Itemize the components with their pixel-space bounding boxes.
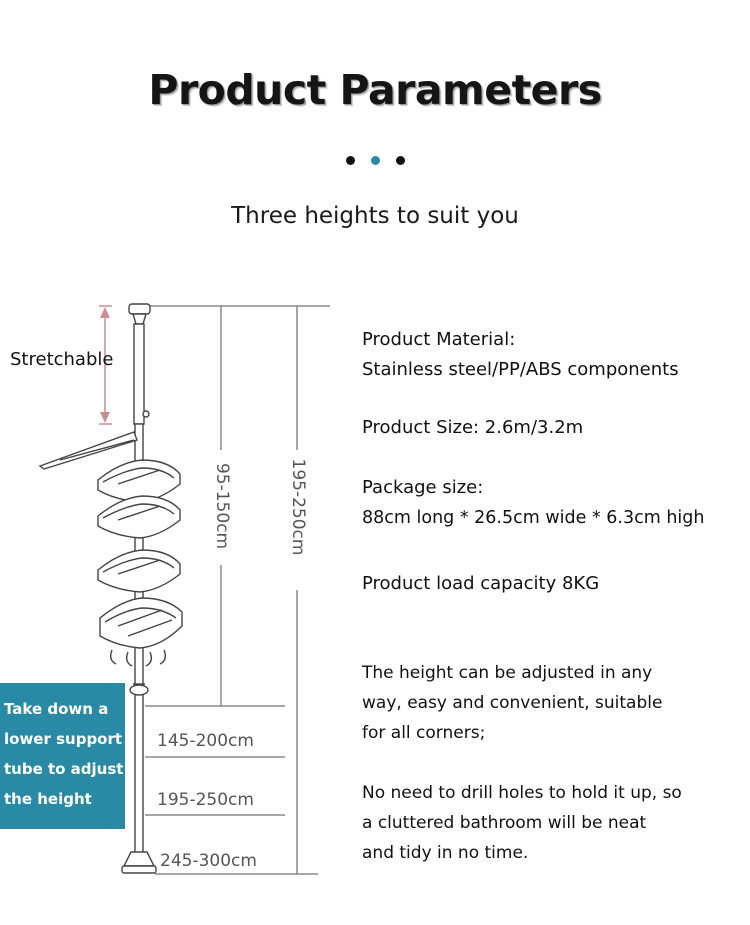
tip-line-3: tube to adjust	[4, 760, 124, 778]
shelves	[97, 459, 183, 667]
shelf-3	[97, 549, 181, 593]
package-value: 88cm long * 26.5cm wide * 6.3cm high	[362, 508, 705, 528]
stretchable-label: Stretchable	[10, 349, 114, 370]
tip-line-1: Take down a	[4, 700, 109, 718]
stretch-arrow	[99, 305, 112, 425]
dot-1	[345, 156, 355, 165]
adjust-text-line-3: for all corners;	[362, 723, 486, 743]
tip-line-2: lower support	[4, 730, 123, 748]
drill-text-line-1: No need to drill holes to hold it up, so	[362, 783, 682, 803]
adjust-tip-box: Take down a lower support tube to adjust…	[0, 683, 125, 829]
load-capacity: Product load capacity 8KG	[362, 573, 600, 594]
product-size: Product Size: 2.6m/3.2m	[362, 417, 584, 438]
dot-3	[395, 156, 405, 165]
package-label: Package size:	[362, 477, 484, 498]
adjust-text-line-1: The height can be adjusted in any	[362, 663, 653, 683]
dot-2-active	[370, 156, 380, 165]
height-label-195-250-vertical: 195-250cm	[288, 458, 308, 556]
tip-line-4: the height	[4, 790, 92, 808]
drill-text-line-2: a cluttered bathroom will be neat	[362, 813, 647, 833]
pagination-dots	[0, 150, 750, 165]
material-label: Product Material:	[362, 329, 516, 350]
page-title: Product Parameters	[148, 66, 602, 114]
hooks	[109, 649, 167, 667]
adjust-text-line-2: way, easy and convenient, suitable	[362, 693, 663, 713]
material-value: Stainless steel/PP/ABS components	[362, 359, 679, 380]
dimension-lines	[145, 305, 330, 875]
shelf-1	[97, 459, 181, 503]
height-label-145-200: 145-200cm	[157, 731, 254, 751]
height-label-245-300: 245-300cm	[160, 851, 257, 871]
drill-text-line-3: and tidy in no time.	[362, 843, 529, 863]
subtitle: Three heights to suit you	[231, 203, 519, 229]
height-label-195-250: 195-250cm	[157, 790, 254, 810]
height-label-95-150: 95-150cm	[212, 462, 232, 550]
shelf-4	[99, 597, 183, 649]
shelf-2	[97, 495, 181, 539]
